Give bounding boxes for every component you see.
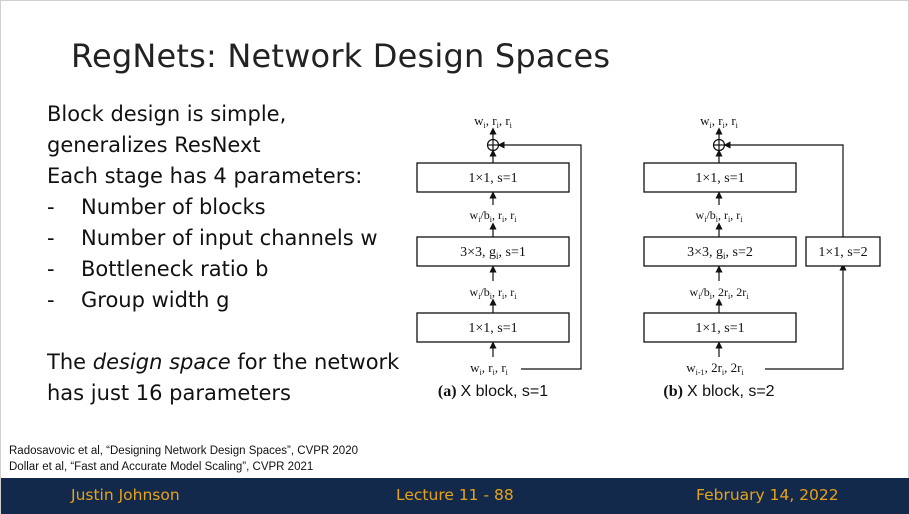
block-a-conv-top <box>416 162 570 193</box>
block-b-conv-top-label: 1×1, s=1 <box>695 171 744 186</box>
bullet-item: -Bottleneck ratio b <box>47 254 399 285</box>
bullet-item: -Group width g <box>47 285 399 316</box>
block-b-mid-label-top: wi/bi, ri, ri <box>696 208 744 224</box>
bullet-item: -Number of input channels w <box>47 223 399 254</box>
bullet-text: Bottleneck ratio b <box>81 257 269 281</box>
block-b-conv-mid <box>643 236 797 267</box>
block-b-mid-label-bottom: wi/bi, 2ri, 2ri <box>690 285 750 301</box>
block-b: wi, ri, ri 1×1, s=1 wi/bi, ri, ri 3×3, g… <box>643 113 881 400</box>
block-a-conv-bottom <box>416 312 570 343</box>
design-space-emphasis: design space <box>92 350 231 374</box>
block-a: wi, ri, ri 1×1, s=1 wi/bi, ri, ri 3×3, g… <box>416 113 582 400</box>
block-a-conv-mid <box>416 236 570 267</box>
body-line-1: Block design is simple, <box>47 102 287 126</box>
references: Radosavovic et al, “Designing Network De… <box>9 443 358 475</box>
block-b-conv-mid-label: 3×3, gi, s=2 <box>687 245 753 261</box>
bullet-text: Number of input channels w <box>81 226 378 250</box>
block-b-output-label: wi, ri, ri <box>700 113 739 130</box>
design-space-line-2: has just 16 parameters <box>47 381 291 405</box>
block-b-shortcut-conv-label: 1×1, s=2 <box>818 245 867 260</box>
block-a-conv-bottom-label: 1×1, s=1 <box>468 321 517 336</box>
bullet-text: Group width g <box>81 288 230 312</box>
block-a-conv-mid-label: 3×3, gi, s=1 <box>460 245 526 261</box>
block-a-input-label: wi, ri, ri <box>470 360 509 377</box>
block-a-shortcut-arrow <box>497 141 582 370</box>
bullet-item: -Number of blocks <box>47 192 399 223</box>
block-b-caption: (b) X block, s=2 <box>663 383 774 400</box>
block-a-mid-label-top: wi/bi, ri, ri <box>470 208 518 224</box>
x-block-diagram: wi, ri, ri 1×1, s=1 wi/bi, ri, ri 3×3, g… <box>416 113 881 400</box>
block-b-conv-top <box>643 162 797 193</box>
block-a-caption: (a) X block, s=1 <box>438 383 548 400</box>
bullet-text: Number of blocks <box>81 195 266 219</box>
reference-item: Radosavovic et al, “Designing Network De… <box>9 445 358 457</box>
footer-author: Justin Johnson <box>71 486 180 504</box>
block-b-shortcut-conv <box>805 236 881 267</box>
reference-item: Dollar et al, “Fast and Accurate Model S… <box>9 461 314 473</box>
footer-bar: Justin Johnson Lecture 11 - 88 February … <box>1 478 909 514</box>
block-a-output-label: wi, ri, ri <box>474 113 513 130</box>
block-a-mid-label-bottom: wi/bi, ri, ri <box>470 285 518 301</box>
block-b-shortcut-arrow-lower <box>765 263 847 370</box>
body-line-3: Each stage has 4 parameters: <box>47 164 363 188</box>
block-b-input-label: wi-1, 2ri, 2ri <box>686 360 744 377</box>
block-a-conv-top-label: 1×1, s=1 <box>468 171 517 186</box>
block-b-conv-bottom-label: 1×1, s=1 <box>695 321 744 336</box>
body-line-2: generalizes ResNext <box>47 133 261 157</box>
slide-body: Block design is simple, generalizes ResN… <box>47 99 399 409</box>
footer-date: February 14, 2022 <box>696 486 839 504</box>
block-b-shortcut-arrow-upper <box>723 141 844 237</box>
footer-lecture: Lecture 11 - 88 <box>396 486 514 504</box>
slide-title: RegNets: Network Design Spaces <box>71 37 611 75</box>
design-space-line: The design space for the network <box>47 350 400 374</box>
